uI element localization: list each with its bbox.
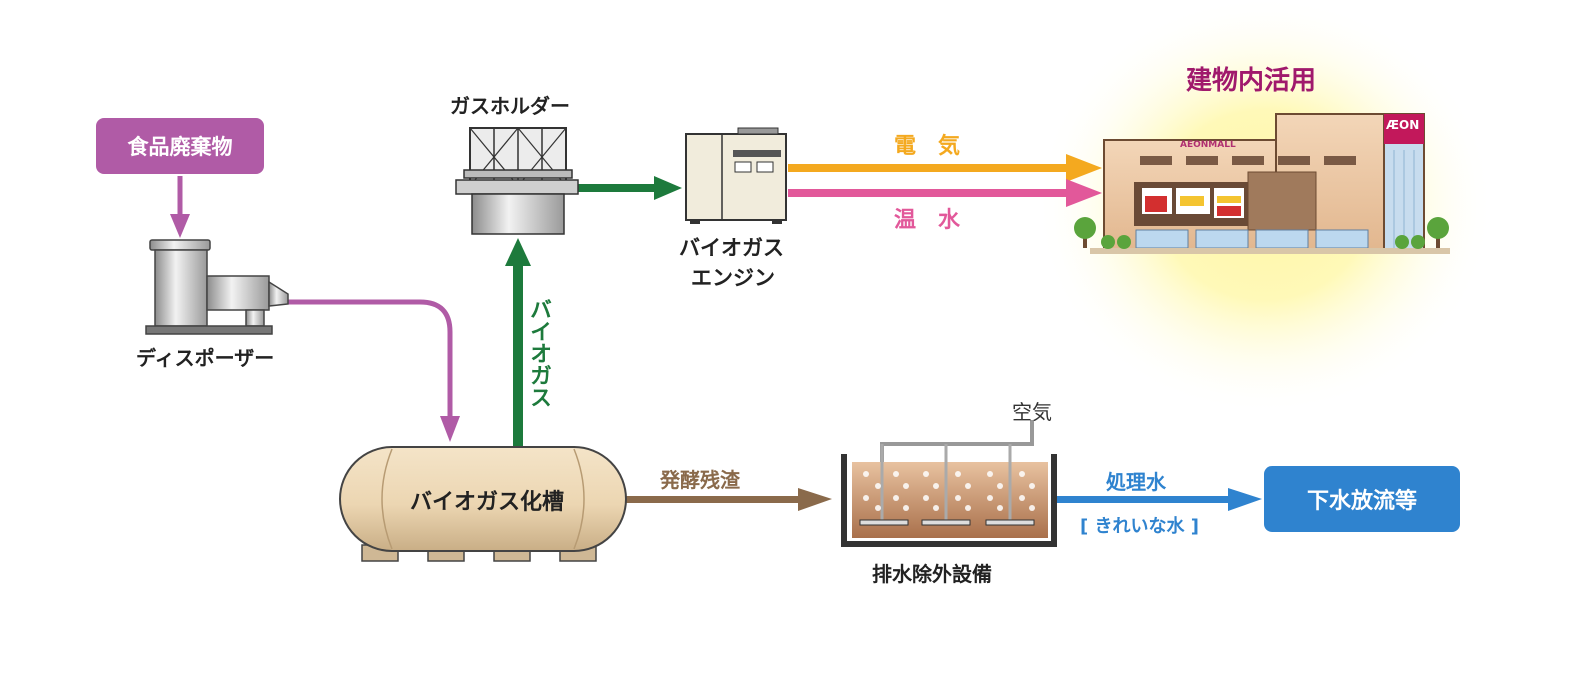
- tree-icon: [1074, 217, 1131, 249]
- air-label: 空気: [1012, 400, 1052, 424]
- residue-label: 発酵残渣: [660, 468, 740, 492]
- wastewater-treatment-basin: [841, 420, 1057, 547]
- brand-logo: ÆON: [1386, 118, 1420, 132]
- mall-sign: AEONMALL: [1180, 140, 1236, 150]
- food-waste-box: 食品廃棄物: [96, 118, 264, 174]
- gas-holder-label: ガスホルダー: [450, 94, 570, 118]
- food-to-disposer-arrow: [170, 176, 190, 238]
- biogas-flow-label: バイオガス: [526, 298, 551, 408]
- biogas-digester-tank: [339, 446, 627, 562]
- engine-label-line1: バイオガス: [679, 236, 784, 260]
- biogas-up-arrow: [505, 238, 531, 448]
- holder-to-engine-arrow: [578, 176, 682, 200]
- biogas-engine-unit: [685, 127, 787, 224]
- tree-icon: [1395, 217, 1449, 249]
- electricity-label: 電 気: [894, 134, 961, 159]
- treated-water-label: 処理水: [1106, 470, 1166, 494]
- discharge-box: 下水放流等: [1264, 466, 1460, 532]
- building-use-title: 建物内活用: [1186, 66, 1317, 96]
- gas-holder-tank: [455, 127, 579, 235]
- hot-water-label: 温 水: [894, 208, 961, 233]
- hot-water-arrow: [788, 179, 1102, 207]
- treated-water-sub: [ きれいな水 ]: [1080, 516, 1199, 537]
- engine-label-line2: エンジン: [691, 266, 775, 290]
- shopping-mall-building: [1090, 113, 1450, 254]
- disposer-machine: [145, 239, 289, 335]
- residue-arrow: [626, 488, 832, 511]
- disposer-to-tank-arrow: [285, 299, 460, 442]
- electricity-arrow: [788, 154, 1102, 182]
- treated-water-arrow: [1054, 488, 1262, 511]
- discharge-label: 下水放流等: [1306, 489, 1417, 514]
- tank-label: バイオガス化槽: [410, 490, 565, 515]
- food-waste-label: 食品廃棄物: [127, 135, 233, 159]
- disposer-label: ディスポーザー: [136, 346, 275, 370]
- wastewater-label: 排水除外設備: [872, 562, 992, 586]
